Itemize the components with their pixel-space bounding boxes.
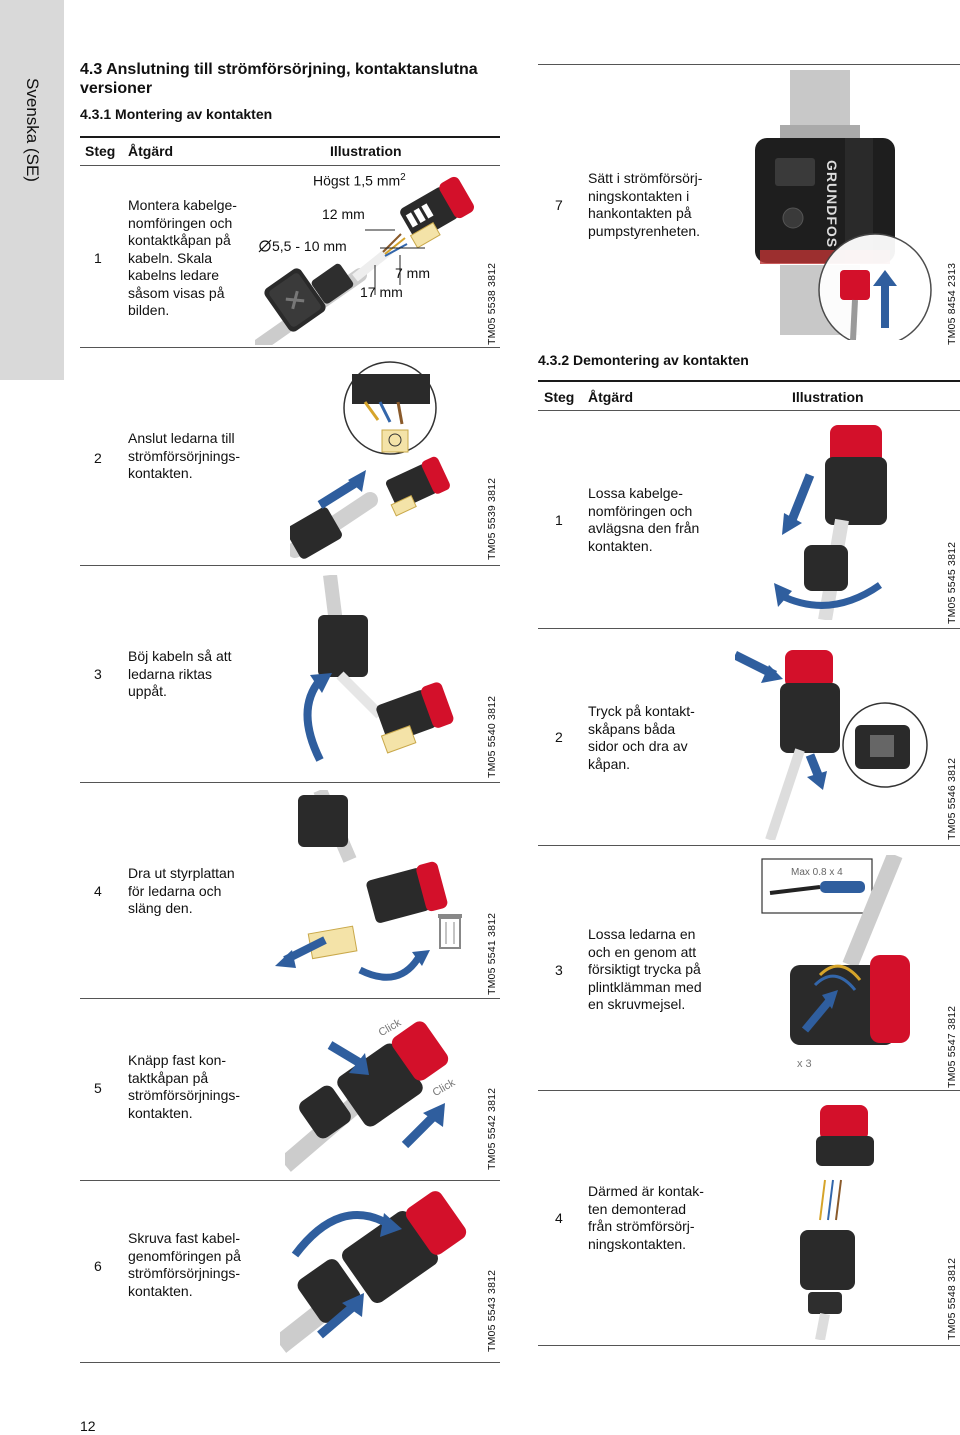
page-number: 12 bbox=[80, 1418, 96, 1434]
dimension-12mm: 12 mm bbox=[322, 206, 365, 222]
subsection-title-dismount: 4.3.2 Demontering av kontakten bbox=[538, 352, 749, 368]
step-text: Böj kabeln så att ledarna riktas uppåt. bbox=[128, 648, 232, 699]
step-number: 1 bbox=[94, 250, 102, 266]
row-rule bbox=[80, 998, 500, 999]
step-number: 2 bbox=[555, 729, 563, 745]
figure-code: TM05 5538 3812 bbox=[486, 262, 498, 345]
header-illustration: Illustration bbox=[792, 389, 864, 405]
figure-code: TM05 5543 3812 bbox=[486, 1269, 498, 1352]
step-number: 2 bbox=[94, 450, 102, 466]
step-text: Montera kabelge- nomföringen och kontakt… bbox=[128, 197, 237, 318]
figure-code: TM05 5547 3812 bbox=[946, 1005, 958, 1088]
figure-code: TM05 8454 2313 bbox=[946, 262, 958, 345]
figure-code: TM05 5539 3812 bbox=[486, 477, 498, 560]
screw-gland-illustration bbox=[280, 1185, 480, 1355]
figure-code: TM05 5548 3812 bbox=[946, 1257, 958, 1340]
header-action: Åtgärd bbox=[128, 143, 174, 159]
bend-cable-illustration bbox=[290, 575, 480, 775]
header-step: Steg bbox=[544, 389, 575, 405]
header-illustration: Illustration bbox=[330, 143, 402, 159]
row-rule bbox=[538, 845, 960, 846]
pump-illustration bbox=[735, 70, 935, 340]
table-top-rule bbox=[80, 136, 500, 138]
row-rule bbox=[80, 1180, 500, 1181]
dimension-max-area: Högst 1,5 mm2 bbox=[313, 172, 406, 189]
row-rule bbox=[80, 782, 500, 783]
step-text: Anslut ledarna till strömförsörjnings- k… bbox=[128, 430, 241, 481]
dimension-max-area-sup: 2 bbox=[400, 172, 406, 183]
step-text: Sätt i strömförsörj- ningskontakten i ha… bbox=[588, 170, 703, 239]
row-rule bbox=[538, 64, 960, 65]
figure-code: TM05 5546 3812 bbox=[946, 757, 958, 840]
step-number: 1 bbox=[555, 512, 563, 528]
header-rule bbox=[80, 165, 500, 166]
snap-cover-illustration bbox=[285, 1005, 480, 1175]
figure-code: TM05 5540 3812 bbox=[486, 695, 498, 778]
remove-guide-plate-illustration bbox=[270, 790, 480, 990]
step-text: Knäpp fast kon- taktkåpan på strömförsör… bbox=[128, 1052, 241, 1121]
figure-code: TM05 5541 3812 bbox=[486, 912, 498, 995]
figure-code: TM05 5545 3812 bbox=[946, 541, 958, 624]
step-text: Tryck på kontakt- skåpans båda sidor och… bbox=[588, 703, 695, 772]
loosen-gland-illustration bbox=[770, 415, 920, 620]
header-action: Åtgärd bbox=[588, 389, 634, 405]
remove-cover-illustration bbox=[735, 635, 935, 840]
row-rule bbox=[538, 1345, 960, 1346]
language-tab-label: Svenska (SE) bbox=[23, 78, 42, 182]
brand-label: GRUNDFOS bbox=[824, 160, 840, 249]
table-top-rule bbox=[538, 380, 960, 382]
step-text: Därmed är kontak- ten demonterad från st… bbox=[588, 1183, 704, 1252]
release-wires-illustration bbox=[760, 855, 930, 1085]
language-tab: Svenska (SE) bbox=[0, 0, 64, 380]
step-number: 4 bbox=[555, 1210, 563, 1226]
repeat-label: x 3 bbox=[797, 1058, 812, 1070]
row-rule bbox=[538, 1090, 960, 1091]
step-number: 3 bbox=[555, 962, 563, 978]
header-step: Steg bbox=[85, 143, 116, 159]
dimension-diameter-text: 5,5 - 10 mm bbox=[272, 238, 347, 254]
trash-icon bbox=[438, 914, 462, 949]
header-rule bbox=[538, 410, 960, 411]
disassembled-connector-illustration bbox=[770, 1100, 900, 1340]
row-rule bbox=[80, 1362, 500, 1363]
step-text: Lossa ledarna en och en genom att försik… bbox=[588, 926, 702, 1012]
step-number: 5 bbox=[94, 1080, 102, 1096]
step-text: Lossa kabelge- nomföringen och avlägsna … bbox=[588, 485, 700, 554]
row-rule bbox=[538, 628, 960, 629]
step-text: Skruva fast kabel- genomföringen på strö… bbox=[128, 1230, 241, 1299]
step-number: 4 bbox=[94, 883, 102, 899]
row-rule bbox=[80, 565, 500, 566]
screwdriver-label: Max 0.8 x 4 bbox=[791, 867, 843, 878]
step-number: 6 bbox=[94, 1258, 102, 1274]
subsection-title-mount: 4.3.1 Montering av kontakten bbox=[80, 106, 273, 122]
connect-wires-illustration bbox=[290, 360, 480, 560]
dimension-max-area-text: Högst 1,5 mm bbox=[313, 172, 401, 189]
step-text: Dra ut styrplattan för ledarna och släng… bbox=[128, 865, 235, 916]
dimension-diameter: 5,5 - 10 mm bbox=[258, 238, 347, 254]
section-title: 4.3 Anslutning till strömförsörjning, ko… bbox=[80, 61, 478, 97]
cable-strip-illustration bbox=[255, 170, 480, 345]
dimension-17mm: 17 mm bbox=[360, 284, 403, 300]
diameter-icon bbox=[258, 239, 272, 253]
figure-code: TM05 5542 3812 bbox=[486, 1087, 498, 1170]
row-rule bbox=[80, 347, 500, 348]
step-number: 3 bbox=[94, 666, 102, 682]
step-number: 7 bbox=[555, 197, 563, 213]
dimension-7mm: 7 mm bbox=[395, 265, 430, 281]
